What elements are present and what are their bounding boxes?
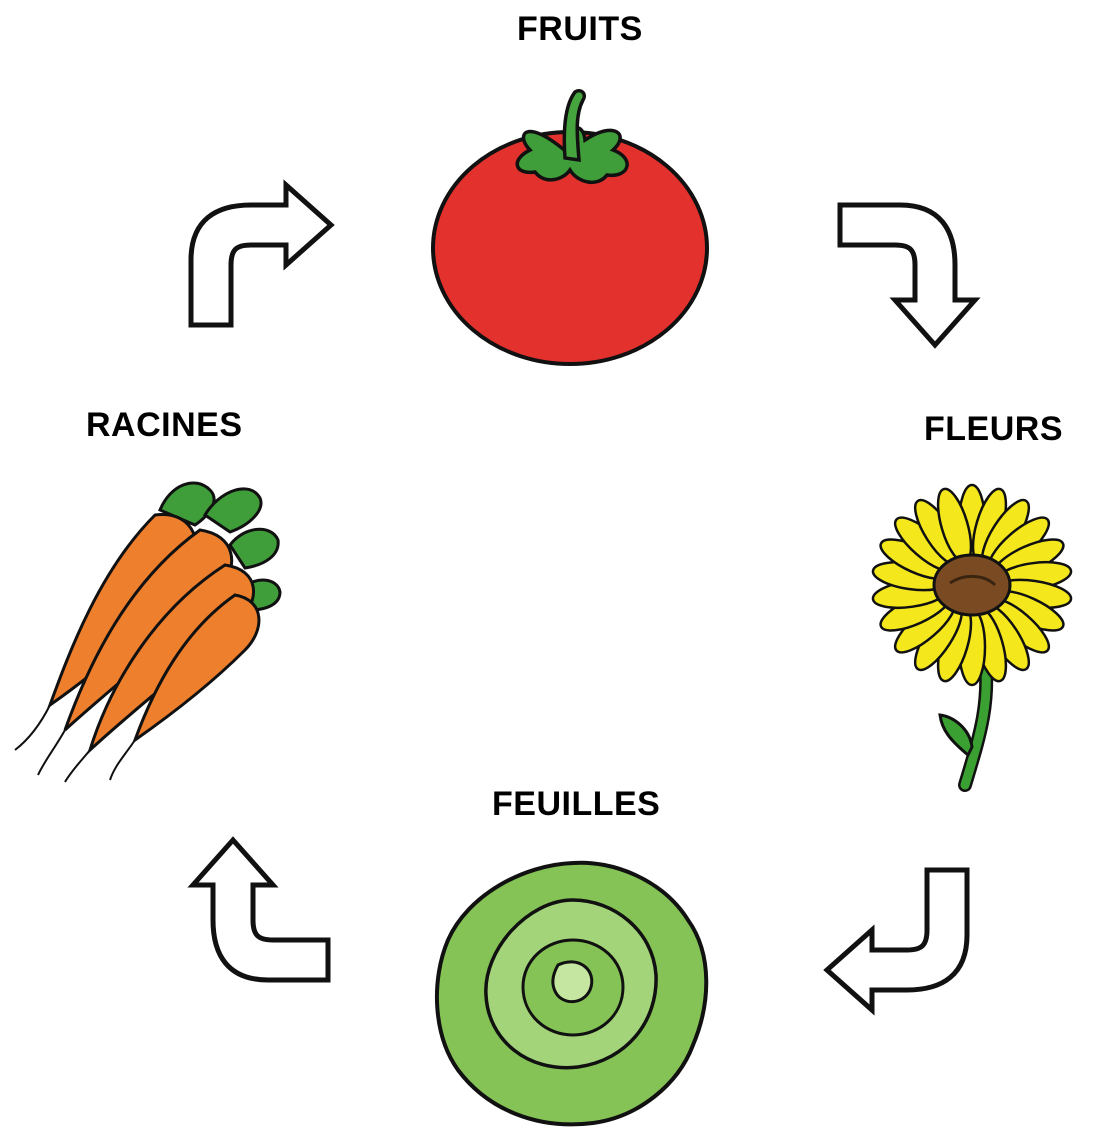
- sunflower-icon: [850, 485, 1095, 800]
- arrow-feuilles-to-racines: [183, 835, 333, 985]
- label-racines: RACINES: [86, 406, 243, 445]
- label-fruits: FRUITS: [517, 10, 643, 49]
- label-fleurs: FLEURS: [924, 410, 1063, 449]
- arrow-fruits-to-fleurs: [835, 200, 985, 350]
- arrow-fleurs-to-feuilles: [822, 865, 972, 1015]
- label-feuilles: FEUILLES: [492, 785, 660, 824]
- tomato-icon: [425, 80, 715, 370]
- carrots-icon: [10, 470, 285, 785]
- arrow-racines-to-fruits: [186, 180, 336, 330]
- lettuce-icon: [428, 855, 718, 1128]
